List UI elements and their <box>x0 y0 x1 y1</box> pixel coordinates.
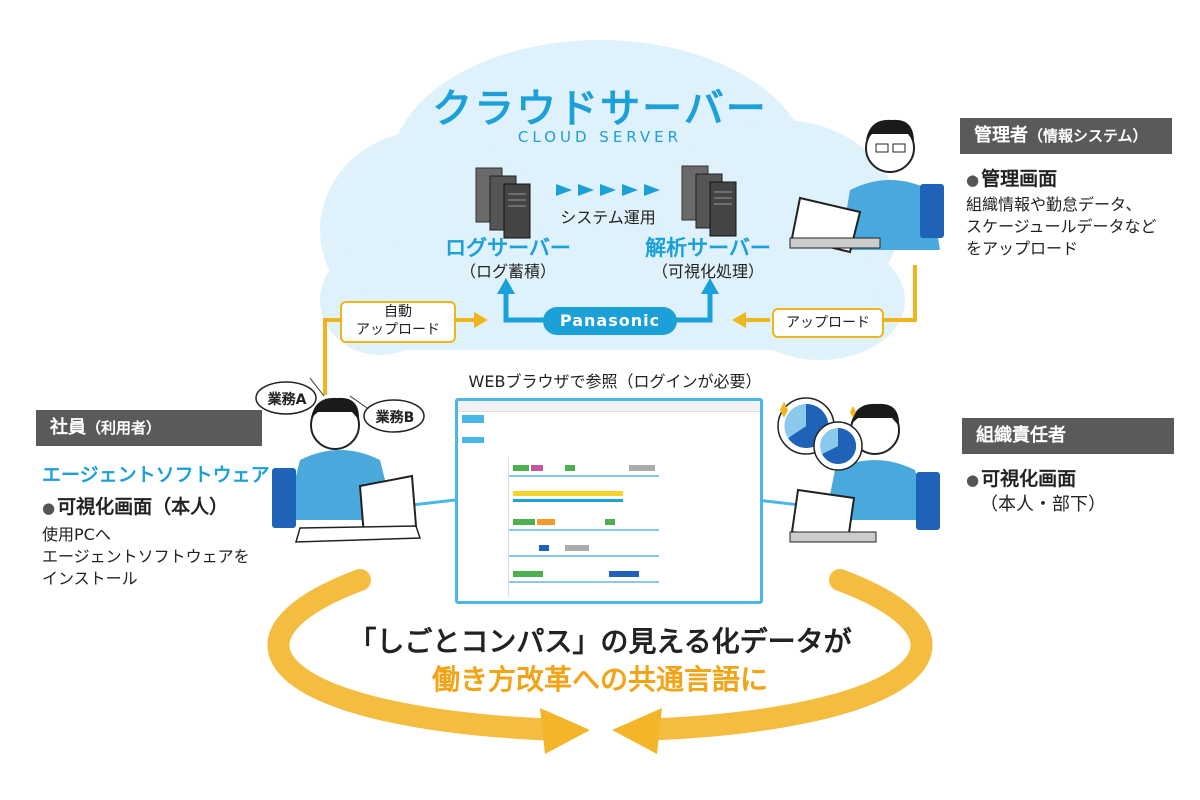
admin-bullet-text: 管理画面 <box>981 168 1058 190</box>
employee-desc-line-3: インストール <box>42 569 138 588</box>
manager-bullet-text: 可視化画面 <box>981 468 1077 490</box>
log-server-label: ログサーバー <box>445 236 571 260</box>
system-operation-label: システム運用 <box>560 208 656 227</box>
panasonic-badge: Panasonic <box>543 307 677 335</box>
cycle-arrows <box>267 569 933 754</box>
main-message-line2: 働き方改革への共通言語に <box>431 663 768 696</box>
admin-heading: 管理者（情報システム） <box>960 118 1172 154</box>
cloud-title: クラウドサーバー <box>432 86 768 132</box>
admin-person-icon <box>789 119 944 254</box>
auto-upload-arrow-icon <box>474 312 488 328</box>
browser-screenshot <box>455 398 763 604</box>
browser-tab-icon <box>462 415 484 423</box>
bubble-b-text: 業務B <box>375 410 415 426</box>
admin-heading-main: 管理者 <box>974 125 1028 146</box>
employee-desc-line-1: 使用PCへ <box>42 525 111 544</box>
manager-person-icon <box>777 397 940 543</box>
admin-bullet: ●管理画面 <box>966 164 1057 191</box>
admin-heading-paren: （情報システム） <box>1028 127 1148 145</box>
employee-description: 使用PCへ エージェントソフトウェアを インストール <box>42 524 282 590</box>
panasonic-loop <box>503 290 713 323</box>
admin-desc-line-3: をアップロード <box>966 239 1079 258</box>
bullet-dot-icon: ● <box>966 171 980 189</box>
analysis-server-label: 解析サーバー <box>645 236 771 260</box>
employee-bullet: ●可視化画面（本人） <box>42 492 228 519</box>
pie-chart-icon <box>777 397 863 471</box>
main-message-line1: 「しごとコンパス」の見える化データが <box>348 625 852 658</box>
employee-desc-line-2: エージェントソフトウェアを <box>42 547 250 566</box>
loop-arrow-right-icon <box>701 278 719 294</box>
manager-bullet: ●可視化画面 <box>966 464 1076 491</box>
bubble-a-icon <box>255 381 317 415</box>
timeline-area <box>508 457 709 597</box>
auto-upload-line2: アップロード <box>356 322 440 338</box>
agent-software-label: エージェントソフトウェア <box>42 464 270 486</box>
upload-box: アップロード <box>772 308 884 338</box>
manager-description: （本人・部下） <box>980 494 1106 515</box>
employee-heading-paren: （利用者） <box>86 419 162 437</box>
employee-heading-main: 社員 <box>50 417 86 438</box>
browser-toolbar <box>458 401 760 412</box>
employee-person-icon <box>255 377 425 543</box>
log-server-icon <box>475 167 531 239</box>
cloud-subtitle: CLOUD SERVER <box>517 128 683 146</box>
bubble-b-icon <box>363 399 425 433</box>
loop-arrow-left-icon <box>497 278 515 294</box>
analysis-server-icon <box>681 165 737 237</box>
cloud-shape <box>320 40 905 360</box>
bullet-dot-icon: ● <box>966 471 980 489</box>
bubble-a-text: 業務A <box>267 392 307 408</box>
upload-arrow-icon <box>732 312 746 328</box>
admin-description: 組織情報や勤怠データ、 スケージュールデータなど をアップロード <box>966 194 1186 260</box>
system-operation-arrows <box>556 184 660 196</box>
analysis-server-sub: （可視化処理） <box>651 262 764 281</box>
bullet-dot-icon: ● <box>42 499 56 517</box>
web-browser-caption: WEBブラウザで参照（ログインが必要） <box>468 372 762 391</box>
log-server-sub: （ログ蓄積） <box>459 262 556 281</box>
auto-upload-line1: 自動 <box>384 304 412 320</box>
admin-desc-line-2: スケージュールデータなど <box>966 217 1157 236</box>
browser-link-lines <box>411 498 801 507</box>
employee-bullet-text: 可視化画面（本人） <box>57 496 229 518</box>
auto-upload-box: 自動 アップロード <box>340 301 456 343</box>
upload-flow-lines <box>323 265 917 395</box>
manager-heading: 組織責任者 <box>962 418 1174 454</box>
browser-filter-icon <box>462 437 484 443</box>
employee-heading: 社員（利用者） <box>36 410 262 446</box>
admin-desc-line-1: 組織情報や勤怠データ、 <box>966 195 1142 214</box>
